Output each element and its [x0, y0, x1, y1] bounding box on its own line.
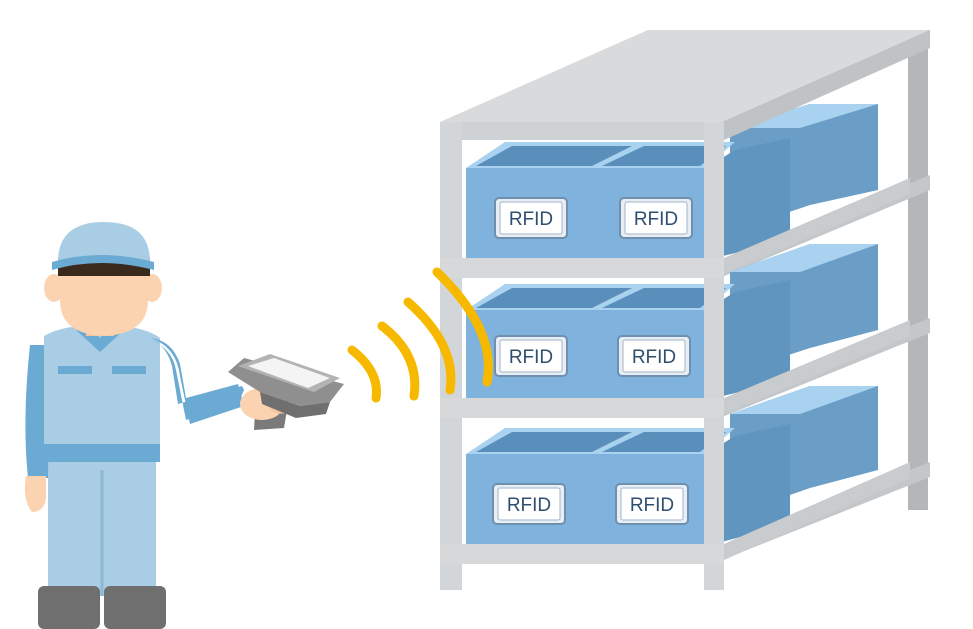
shelf-level-3: [440, 544, 724, 564]
worker-face: [60, 262, 148, 336]
shelf-post-back-right: [908, 40, 928, 510]
worker-boot-left: [38, 586, 100, 629]
rfid-tag-label: RFID: [509, 347, 553, 368]
rfid-tag-label: RFID: [634, 209, 678, 230]
worker: [24, 222, 244, 629]
worker-left-hand: [24, 476, 46, 512]
rfid-tag-label: RFID: [509, 209, 553, 230]
handheld-rfid-reader-icon: [228, 354, 344, 430]
worker-left-arm: [25, 345, 50, 478]
rfid-tag-label: RFID: [632, 347, 676, 368]
shelf-top: [440, 30, 930, 122]
rfid-tag-4: RFID: [617, 335, 691, 377]
scanner-screen: [248, 358, 330, 388]
rfid-tag-6: RFID: [615, 483, 689, 525]
rfid-tag-3: RFID: [494, 335, 568, 377]
rfid-tag-label: RFID: [507, 495, 551, 516]
worker-right-sleeve: [150, 338, 244, 424]
shelf-top-front-edge: [440, 122, 722, 140]
worker-belt: [44, 444, 160, 462]
worker-boot-right: [104, 586, 166, 629]
worker-cap: [58, 222, 150, 262]
worker-cap-brim: [52, 255, 154, 270]
radio-waves-icon: [347, 267, 493, 403]
worker-pocket-left: [58, 366, 92, 374]
rfid-tag-5: RFID: [492, 483, 566, 525]
shelf-front-frame: [440, 30, 930, 590]
rfid-tag-label: RFID: [630, 495, 674, 516]
rfid-tag-1: RFID: [494, 197, 568, 239]
box-row-3: [466, 424, 790, 546]
rfid-tag-2: RFID: [619, 197, 693, 239]
worker-ear-left: [44, 274, 64, 302]
shelf-post-front-right: [704, 122, 724, 590]
shelf-level-1: [440, 258, 724, 278]
worker-torso: [44, 324, 160, 462]
shelf-level-2: [440, 398, 724, 418]
worker-pocket-right: [112, 366, 146, 374]
